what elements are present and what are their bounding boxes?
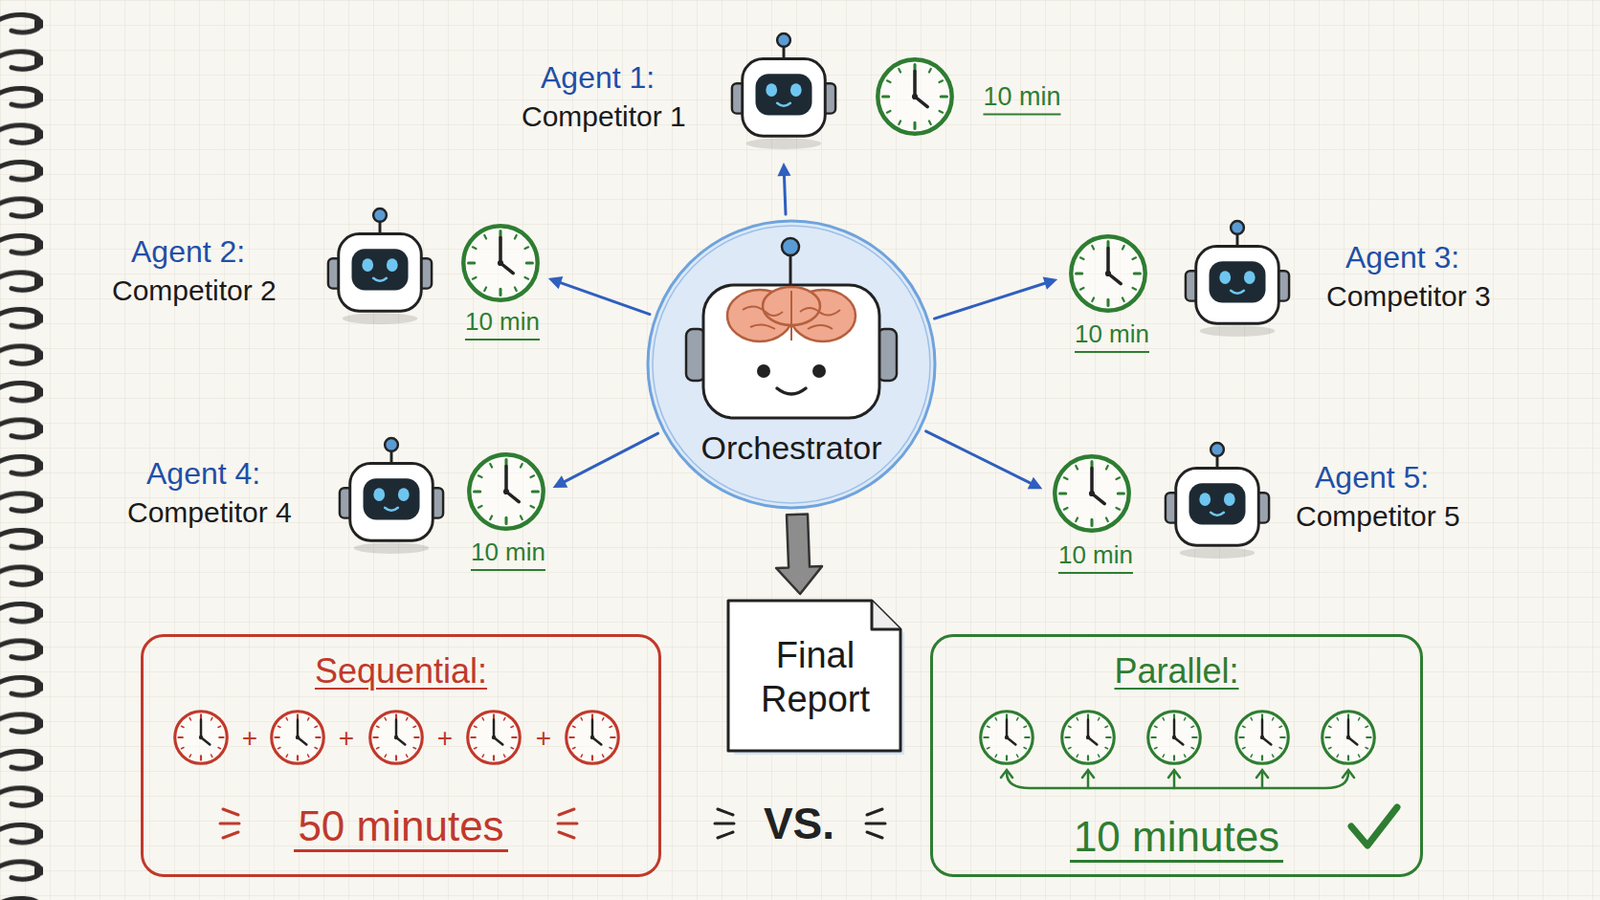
connector (934, 277, 1059, 320)
block-arrow (776, 514, 823, 596)
report-text: Final Report (748, 633, 883, 722)
arrow-head (1043, 277, 1058, 290)
arrow-line (556, 281, 650, 314)
spiral-binding (0, 0, 58, 900)
agent-task: Competitor 1 (521, 97, 687, 136)
clock-icon (877, 59, 952, 134)
sequential-clocks (175, 711, 620, 765)
agent-task: Competitor 2 (111, 271, 277, 311)
agent-robots (328, 33, 1289, 559)
plus-sign: + (242, 721, 258, 756)
clock-icon (271, 711, 325, 765)
agent-name: Agent 5: (1295, 457, 1461, 498)
agent-label: Agent 2:Competitor 2 (111, 231, 277, 311)
clock-icon (467, 711, 521, 765)
clock-icon (1148, 711, 1201, 765)
agent-label: Agent 4:Competitor 4 (127, 453, 292, 533)
panel-title: Sequential: (143, 650, 659, 693)
report-title: Final Report (748, 633, 883, 722)
arrow-line (783, 172, 786, 215)
agent-task: Competitor 4 (127, 493, 292, 533)
duration-label: 10 min (470, 536, 546, 572)
arrow-head (777, 162, 791, 177)
total-time: 50 minutes (293, 802, 508, 853)
arrow-line (926, 431, 1035, 486)
clock-icon (468, 454, 543, 529)
robot-icon (328, 208, 432, 325)
clock-icon (175, 711, 228, 765)
total-time: 10 minutes (1069, 813, 1284, 864)
orchestrator-label: Orchestrator (643, 428, 940, 467)
clock-icon (980, 711, 1034, 765)
clock-icon (566, 711, 620, 765)
comparison-panel: Parallel: 10 minutes (930, 634, 1423, 878)
clock-icon (1236, 711, 1289, 765)
panel-total: 10 minutes (933, 810, 1421, 865)
agent-clocks (463, 59, 1145, 531)
clock-icon (463, 225, 537, 300)
agent-label: Agent 3:Competitor 3 (1326, 237, 1491, 316)
connector (548, 276, 650, 315)
agent-task: Competitor 3 (1326, 277, 1491, 316)
parallel-clocks (980, 711, 1376, 765)
orchestrator-robot (643, 216, 940, 513)
check-mark (1351, 807, 1398, 846)
panel-title: Parallel: (933, 650, 1421, 693)
connector (776, 514, 823, 596)
agent-label: Agent 5:Competitor 5 (1295, 457, 1461, 536)
orchestrator-circle: Orchestrator (643, 216, 940, 513)
duration-label: 10 min (1074, 318, 1150, 354)
arrow-head (553, 475, 569, 489)
clock-icon (1070, 236, 1145, 311)
connector (553, 433, 659, 489)
agent-name: Agent 4: (127, 453, 292, 494)
parallel-bracket (1000, 770, 1355, 789)
report-document: Final Report (724, 597, 907, 757)
connector (926, 431, 1044, 489)
duration-label: 10 min (1058, 539, 1134, 575)
document-shape (724, 597, 907, 757)
document-shape (724, 597, 907, 757)
clock-icon (1054, 456, 1129, 531)
clock-icon (1062, 711, 1115, 765)
clock-icon (1322, 711, 1376, 765)
agent-name: Agent 1: (521, 57, 687, 98)
arrow-head (548, 276, 564, 289)
orchestrator-robot (643, 216, 940, 513)
plus-sign: + (338, 721, 355, 756)
agent-task: Competitor 5 (1295, 497, 1461, 536)
comparison-panel: Sequential: 50 minutes (140, 634, 662, 878)
robot-icon (339, 438, 444, 555)
agent-name: Agent 3: (1326, 237, 1491, 278)
clock-icon (370, 711, 423, 765)
connector (777, 162, 791, 215)
versus-label: VS. (763, 796, 835, 852)
arrow-line (934, 282, 1049, 319)
agent-name: Agent 2: (111, 231, 277, 272)
arrow-head (1027, 477, 1044, 490)
panel-total: 50 minutes (143, 800, 659, 854)
robot-icon (732, 33, 836, 150)
robot-icon (1185, 221, 1289, 337)
robot-icon (1165, 443, 1269, 559)
duration-label: 10 min (465, 306, 540, 341)
duration-label: 10 min (982, 80, 1061, 116)
agent-label: Agent 1:Competitor 1 (521, 57, 687, 136)
arrow-line (561, 433, 659, 484)
plus-sign: + (437, 721, 453, 756)
plus-sign: + (535, 721, 552, 756)
agent-group: Agent 1:Competitor 1 (516, 49, 972, 160)
